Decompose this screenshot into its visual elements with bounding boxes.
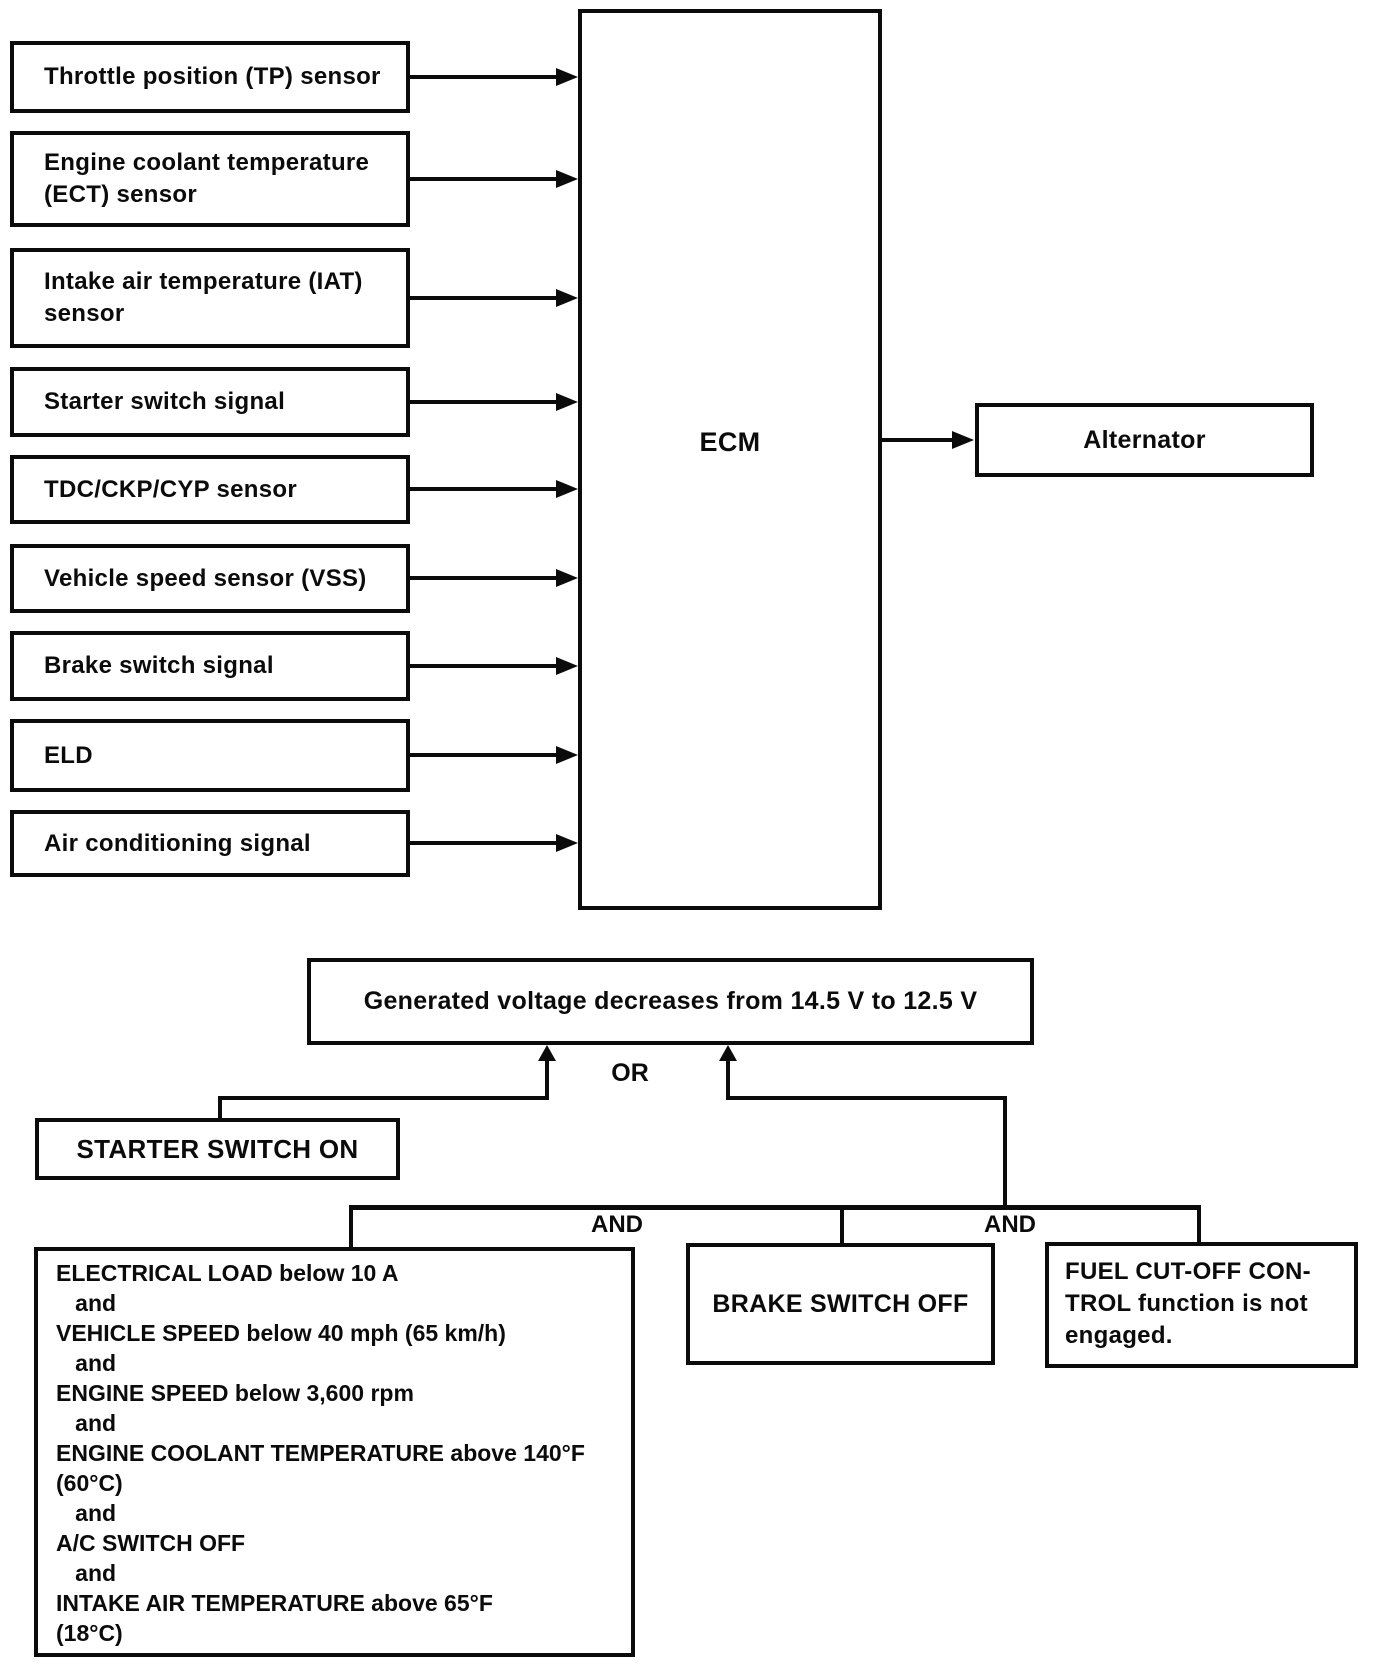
fuel-cut-off-box: FUEL CUT-OFF CON- TROL function is not e… [1045,1242,1358,1368]
arrowhead-right-icon [556,289,578,307]
connector-line [726,1096,1007,1100]
connector-line [218,1096,549,1100]
arrow-line [882,438,954,442]
brake-switch-off-label: BRAKE SWITCH OFF [712,1289,969,1318]
input-label: Brake switch signal [44,652,274,679]
starter-switch-on-box: STARTER SWITCH ON [35,1118,400,1180]
condition-and: and [56,1560,117,1586]
arrow-line [410,296,558,300]
and-bus-line [349,1205,1201,1210]
or-label: OR [611,1058,649,1087]
connector-line [840,1205,844,1245]
arrow-line [410,75,558,79]
arrow-line [410,576,558,580]
conditions-box: ELECTRICAL LOAD below 10 A and VEHICLE S… [34,1247,635,1657]
condition-line: (18°C) [56,1620,123,1646]
arrow-line [545,1060,549,1100]
arrow-line [410,841,558,845]
condition-line: (60°C) [56,1470,123,1496]
arrow-line [410,753,558,757]
input-box-starter-switch-signal: Starter switch signal [10,367,410,437]
starter-switch-on-label: STARTER SWITCH ON [76,1133,359,1164]
input-box-air-conditioning-signal: Air conditioning signal [10,810,410,877]
fuel-cut-off-label: FUEL CUT-OFF CON- TROL function is not e… [1065,1258,1311,1349]
arrow-line [726,1060,730,1100]
input-label: Vehicle speed sensor (VSS) [44,564,367,592]
input-box-eld: ELD [10,719,410,792]
input-label: Engine coolant temperature (ECT) sensor [44,149,370,208]
input-label: ELD [44,741,93,769]
and-label-left: AND [591,1211,643,1238]
alternator-label: Alternator [1083,425,1206,454]
input-box-throttle-position-sensor: Throttle position (TP) sensor [10,41,410,113]
result-box-voltage-decrease: Generated voltage decreases from 14.5 V … [307,958,1034,1045]
arrow-line [410,664,558,668]
arrowhead-right-icon [556,657,578,675]
condition-and: and [56,1500,117,1526]
input-box-brake-switch-signal: Brake switch signal [10,631,410,701]
connector-line [349,1205,353,1249]
connector-line [1003,1096,1007,1209]
arrow-line [410,177,558,181]
condition-line: VEHICLE SPEED below 40 mph (65 km/h) [56,1320,506,1346]
input-label: TDC/CKP/CYP sensor [44,475,298,503]
arrowhead-right-icon [556,569,578,587]
input-box-vehicle-speed-sensor: Vehicle speed sensor (VSS) [10,544,410,613]
arrowhead-right-icon [556,393,578,411]
condition-line: INTAKE AIR TEMPERATURE above 65°F [56,1590,493,1616]
arrowhead-right-icon [556,480,578,498]
condition-line: ELECTRICAL LOAD below 10 A [56,1260,399,1286]
condition-and: and [56,1350,117,1376]
input-box-tdc-ckp-cyp-sensor: TDC/CKP/CYP sensor [10,455,410,524]
arrow-line [410,400,558,404]
input-label: Air conditioning signal [44,829,311,857]
arrowhead-right-icon [556,746,578,764]
input-box-intake-air-temp-sensor: Intake air temperature (IAT) sensor [10,248,410,348]
alternator-box: Alternator [975,403,1314,477]
input-box-engine-coolant-temp-sensor: Engine coolant temperature (ECT) sensor [10,131,410,227]
arrowhead-up-icon [538,1045,556,1061]
condition-line: A/C SWITCH OFF [56,1530,246,1556]
input-label: Throttle position (TP) sensor [44,63,381,90]
input-label: Starter switch signal [44,388,286,415]
connector-line [1197,1205,1201,1244]
condition-line: ENGINE SPEED below 3,600 rpm [56,1380,414,1406]
arrowhead-up-icon [719,1045,737,1061]
arrowhead-right-icon [952,431,974,449]
result-label: Generated voltage decreases from 14.5 V … [363,987,978,1015]
ecm-box: ECM [578,9,882,910]
condition-and: and [56,1290,117,1316]
arrowhead-right-icon [556,834,578,852]
brake-switch-off-box: BRAKE SWITCH OFF [686,1243,995,1365]
arrowhead-right-icon [556,170,578,188]
and-label-right: AND [984,1211,1036,1238]
input-label: Intake air temperature (IAT) sensor [44,268,363,327]
arrowhead-right-icon [556,68,578,86]
condition-line: ENGINE COOLANT TEMPERATURE above 140°F [56,1440,585,1466]
arrow-line [410,487,558,491]
ecm-label: ECM [699,427,761,457]
connector-line [218,1096,222,1120]
condition-and: and [56,1410,117,1436]
